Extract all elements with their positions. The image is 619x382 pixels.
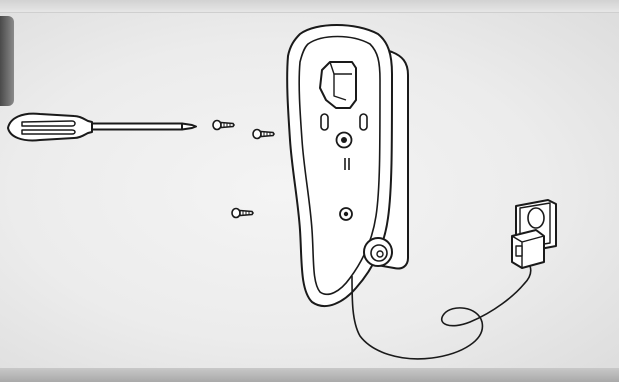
wall-mount-bracket-icon	[287, 25, 408, 306]
power-cable	[352, 266, 531, 359]
screw-icon-1	[213, 121, 234, 130]
screw-icon-3	[232, 209, 253, 218]
screw-icon-2	[253, 130, 274, 139]
power-adapter-icon	[512, 230, 544, 268]
screwdriver-icon	[8, 114, 196, 141]
